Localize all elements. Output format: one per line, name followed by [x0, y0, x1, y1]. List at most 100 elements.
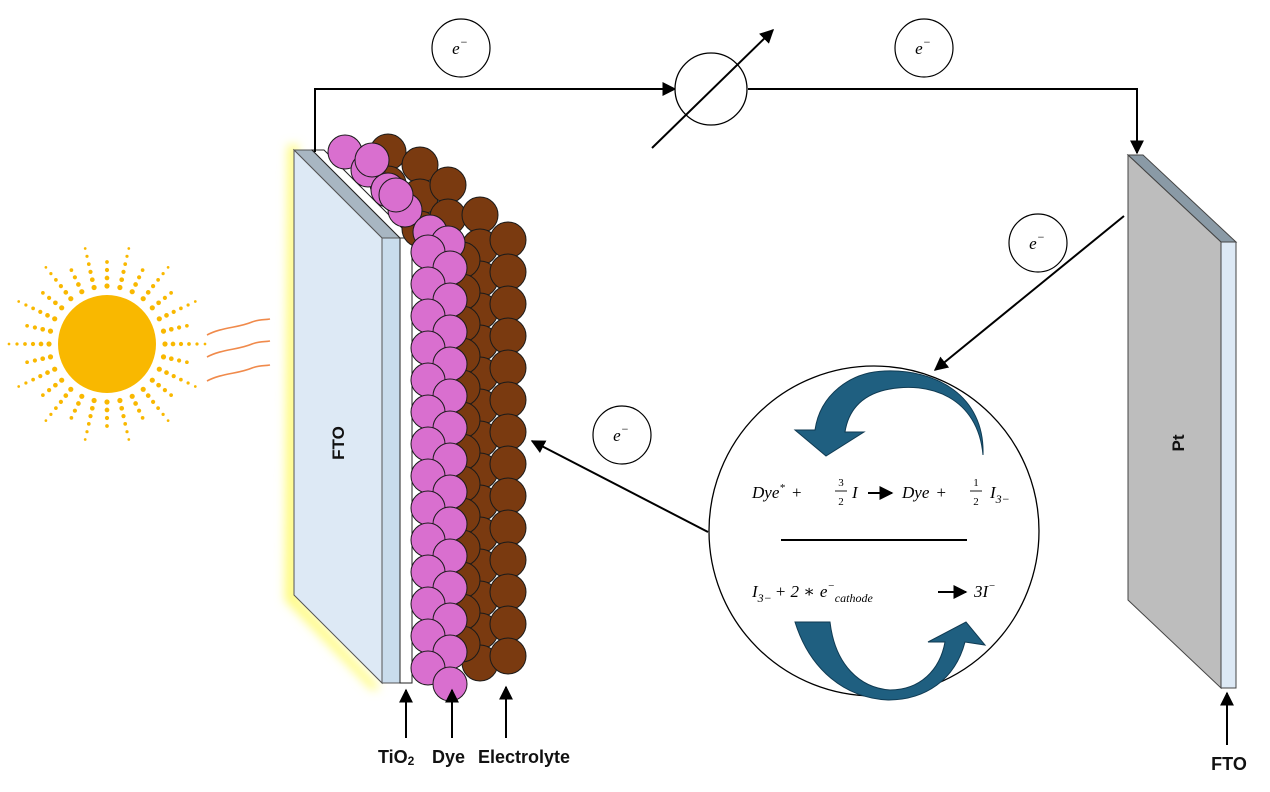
sun-ray-dot — [161, 272, 165, 276]
sun-ray-dot — [25, 360, 29, 365]
sun-ray-dot — [127, 438, 131, 441]
electrolyte-particle — [489, 381, 527, 419]
sun-ray-dot — [52, 366, 58, 372]
sun-ray-dot — [185, 360, 189, 365]
sun-ray-dot — [24, 381, 28, 385]
sun-ray-dot — [187, 342, 191, 346]
sun-ray-dot — [156, 382, 161, 388]
sun-ray-dot — [145, 393, 151, 398]
sun-ray-dot — [79, 393, 85, 399]
sun-ray-dot — [76, 282, 81, 287]
electron-badge-electrolyte: e− — [592, 405, 652, 465]
sun-ray-dot — [68, 296, 74, 302]
sun-ray-dot — [54, 406, 58, 410]
anode-fto-label: FTO — [329, 426, 348, 460]
svg-text:e−: e− — [452, 35, 468, 58]
electrolyte-particle — [489, 413, 527, 451]
sun-ray-dot — [41, 393, 45, 397]
frac2-num-1: 1 — [973, 477, 979, 489]
sun-ray-dot — [63, 290, 69, 295]
sun-icon — [7, 247, 207, 441]
svg-text:e−: e− — [1029, 230, 1045, 253]
frac2-den-2: 2 — [973, 496, 979, 508]
sun-ray-dot — [117, 397, 123, 404]
heat-wave-icon — [206, 318, 271, 382]
sun-ray-dot — [140, 296, 146, 302]
electron-badge-cathode: e− — [1008, 213, 1068, 273]
sun-ray-dot — [17, 300, 21, 303]
sun-ray-dot — [59, 305, 65, 311]
sun-ray-dot — [58, 399, 64, 404]
electrolyte-particle — [489, 573, 527, 611]
sun-ray-dot — [162, 295, 167, 300]
sun-ray-dot — [140, 416, 145, 420]
sun-ray-dot — [104, 283, 110, 289]
sun-ray-dot — [168, 356, 174, 362]
electrolyte-particle — [489, 317, 527, 355]
sun-ray-dot — [162, 341, 168, 347]
sun-ray-dot — [168, 326, 174, 332]
sun-ray-dot — [186, 381, 190, 385]
sun-ray-dot — [156, 366, 162, 372]
sun-ray-dot — [47, 328, 54, 334]
sun-ray-dot — [121, 414, 126, 419]
svg-text:e−: e− — [915, 35, 931, 58]
sun-ray-dot — [46, 341, 52, 347]
sun-ray-dot — [185, 323, 189, 328]
sun-ray-dot — [169, 393, 173, 397]
sun-ray-dot — [68, 386, 74, 392]
sun-ray-dot — [24, 303, 28, 307]
layer-pointers — [399, 685, 1234, 745]
sun-ray-dot — [15, 342, 19, 346]
variable-resistor-icon[interactable] — [651, 29, 775, 149]
sun-ray-dot — [166, 419, 170, 422]
sun-ray-dot — [76, 401, 81, 406]
sun-ray-dot — [151, 399, 156, 404]
sun-ray-dot — [79, 289, 85, 295]
cathode-pt-label: Pt — [1169, 434, 1188, 451]
sun-ray-dot — [104, 415, 110, 421]
sun-ray-dot — [170, 341, 176, 347]
sun-ray-dot — [119, 277, 125, 283]
sun-ray-dot — [83, 247, 87, 250]
sun-ray-dot — [86, 422, 91, 426]
cathode-pt-plate — [1126, 153, 1238, 690]
sun-ray-dot — [117, 284, 123, 291]
sun-ray-dot — [123, 422, 128, 426]
sun-ray-dot — [160, 328, 167, 334]
sun-ray-dot — [156, 300, 161, 306]
sun-ray-dot — [104, 267, 110, 273]
sun-ray-dot — [23, 342, 27, 346]
sun-ray-dot — [88, 414, 93, 419]
sun-ray-dot — [125, 254, 129, 258]
sun-ray-dot — [104, 399, 110, 405]
sun-ray-dot — [49, 272, 53, 276]
sun-ray-dot — [129, 393, 135, 399]
reaction-top-rhs: Dye+ — [901, 483, 947, 502]
electrolyte-particle — [489, 477, 527, 515]
electrolyte-particle — [489, 541, 527, 579]
sun-ray-dot — [149, 305, 155, 311]
sun-ray-dot — [179, 377, 183, 382]
sun-ray-dot — [177, 325, 182, 330]
electrolyte-particle — [489, 637, 527, 675]
sun-ray-dot — [91, 397, 97, 404]
electrolyte-particle — [489, 509, 527, 547]
sun-ray-dot — [140, 268, 145, 272]
sun-ray-dot — [85, 254, 89, 258]
sun-ray-dot — [156, 278, 160, 282]
sun-ray-dot — [53, 300, 58, 306]
triiodide-top: I3− — [989, 483, 1010, 506]
sun-ray-dot — [169, 291, 173, 295]
sun-ray-dot — [38, 374, 43, 379]
tio2-label: TiO2 — [378, 747, 415, 768]
sun-ray-dot — [137, 275, 142, 280]
sun-ray-dot — [85, 430, 89, 434]
sun-ray-dot — [53, 382, 58, 388]
electrolyte-particle — [489, 445, 527, 483]
sun-ray-dot — [104, 275, 110, 281]
sun-ray-dot — [177, 358, 182, 363]
sun-ray-dot — [178, 341, 184, 347]
dye-particle — [378, 177, 414, 213]
